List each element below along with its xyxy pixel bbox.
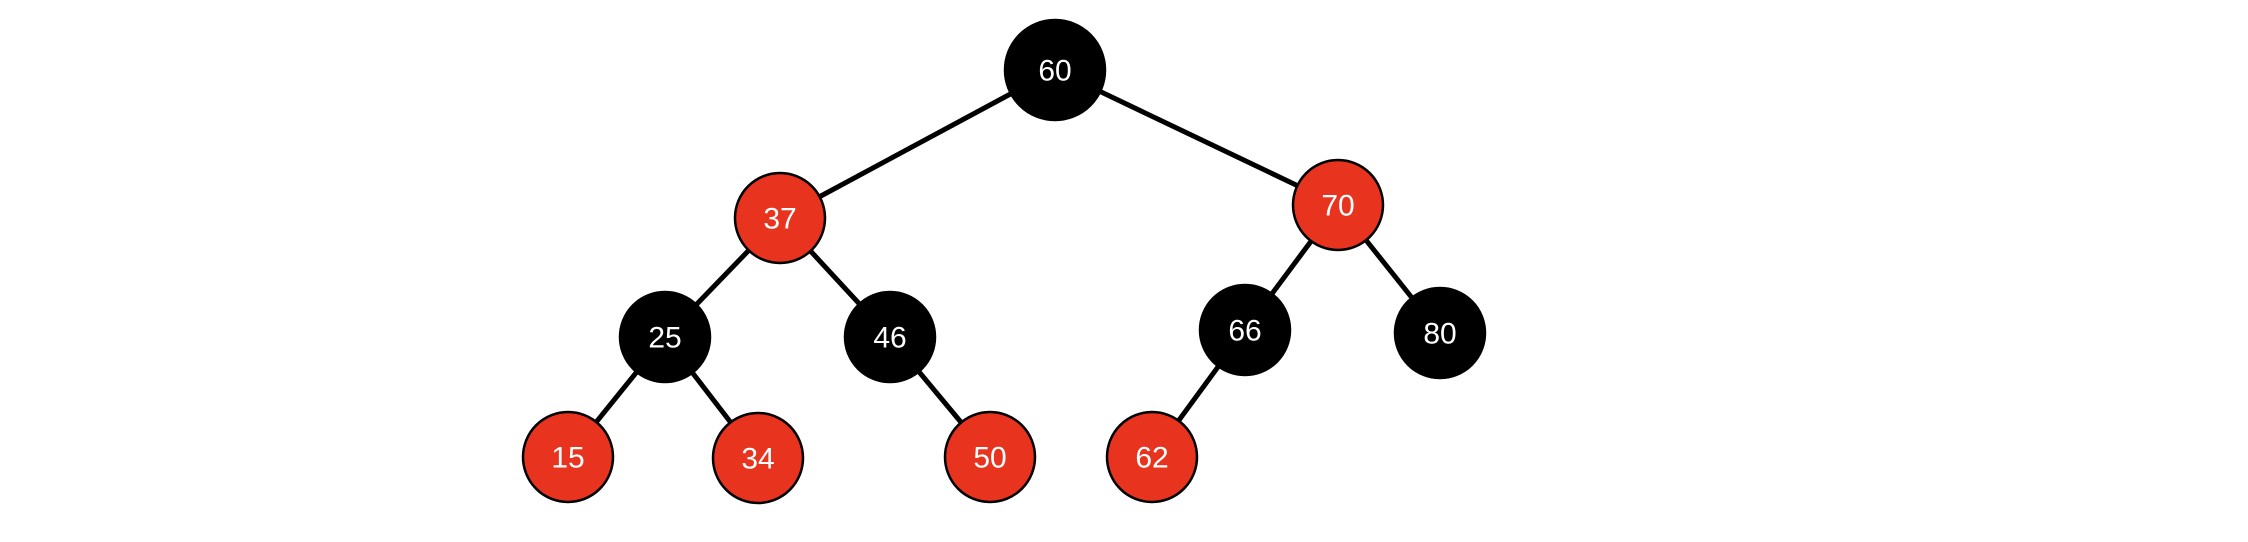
tree-node-46[interactable]: 46	[843, 290, 937, 384]
tree-node-50[interactable]: 50	[943, 410, 1037, 504]
tree-edge-60-70	[1097, 88, 1301, 189]
node-circle-34[interactable]	[711, 411, 805, 505]
node-circle-66[interactable]	[1198, 283, 1292, 377]
tree-node-62[interactable]: 62	[1105, 410, 1199, 504]
edge-layer	[593, 88, 1416, 426]
tree-node-80[interactable]: 80	[1393, 286, 1487, 380]
tree-edge-66-62	[1175, 363, 1222, 424]
tree-node-34[interactable]: 34	[711, 411, 805, 505]
tree-node-37[interactable]: 37	[733, 171, 827, 265]
node-circle-50[interactable]	[943, 410, 1037, 504]
node-circle-15[interactable]	[521, 410, 615, 504]
node-circle-25[interactable]	[618, 290, 712, 384]
tree-edge-46-50	[915, 368, 965, 426]
tree-edge-25-15	[593, 368, 640, 426]
tree-edge-70-66	[1268, 238, 1315, 297]
tree-edge-60-37	[816, 90, 1014, 200]
tree-node-60[interactable]: 60	[1003, 18, 1107, 122]
node-circle-80[interactable]	[1393, 286, 1487, 380]
node-circle-70[interactable]	[1291, 158, 1385, 252]
node-circle-60[interactable]	[1003, 18, 1107, 122]
tree-edge-25-34	[689, 369, 734, 426]
node-circle-37[interactable]	[733, 171, 827, 265]
tree-node-25[interactable]: 25	[618, 290, 712, 384]
tree-node-66[interactable]: 66	[1198, 283, 1292, 377]
tree-edge-37-46	[807, 247, 863, 308]
tree-node-70[interactable]: 70	[1291, 158, 1385, 252]
node-circle-62[interactable]	[1105, 410, 1199, 504]
node-circle-46[interactable]	[843, 290, 937, 384]
tree-edge-37-25	[693, 247, 752, 308]
tree-edge-70-80	[1362, 237, 1416, 301]
tree-node-15[interactable]: 15	[521, 410, 615, 504]
node-layer: 60 37 70 25 46 66 80 15 34 50 62	[521, 18, 1487, 505]
